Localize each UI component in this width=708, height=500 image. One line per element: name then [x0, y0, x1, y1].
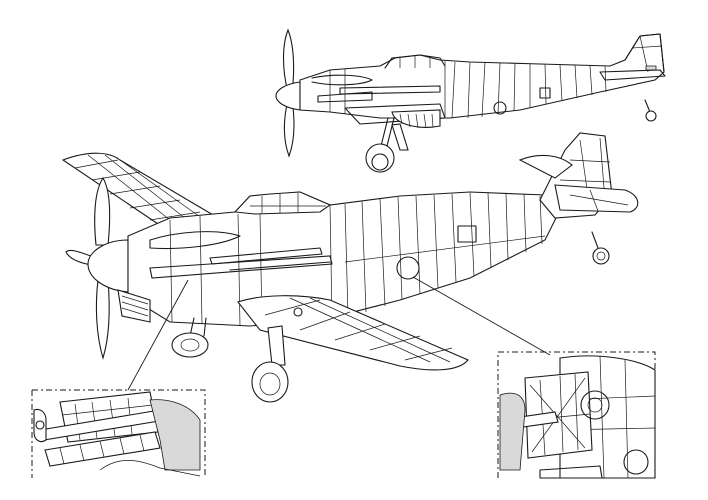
- profile-tailplane: [599, 69, 666, 81]
- main-roundel: [396, 256, 420, 280]
- main-canopy-frames: [250, 193, 326, 213]
- main-wing-gun-port: [293, 307, 303, 317]
- leader-line-tail-detail: [412, 276, 551, 356]
- main-near-wing-panels: [264, 297, 453, 363]
- main-spinner: [87, 239, 129, 293]
- detail-roundel: [623, 449, 649, 475]
- main-tail-wheel: [592, 247, 610, 265]
- three-quarter-view: [61, 132, 639, 403]
- main-wheel-right: [251, 361, 289, 403]
- profile-tail-wheel: [645, 110, 657, 122]
- profile-canopy: [384, 54, 446, 69]
- profile-hatch: [539, 87, 551, 99]
- main-far-stabilizer: [518, 154, 573, 179]
- profile-wing: [344, 103, 446, 125]
- main-gear-leg-right: [267, 325, 286, 366]
- detail-frame-left: [31, 389, 206, 478]
- profile-propeller-upper-blade: [282, 28, 295, 93]
- profile-frame-lines: [329, 61, 607, 119]
- main-propeller-lower-blade: [95, 279, 110, 360]
- main-far-wing-panels: [74, 154, 211, 229]
- main-gun-fairing: [149, 255, 333, 279]
- main-wheel-left: [171, 332, 209, 358]
- profile-radiator: [391, 109, 441, 128]
- main-far-wing: [61, 152, 227, 233]
- side-profile-view: [275, 28, 666, 173]
- leader-line-gun-detail: [127, 279, 189, 391]
- profile-spinner: [275, 81, 301, 111]
- main-propeller-upper-blade: [94, 176, 111, 246]
- detail-pulley: [580, 390, 610, 420]
- detail-gun-installation: [31, 389, 206, 478]
- detail-tail-interior: [497, 351, 656, 479]
- main-canopy: [233, 191, 332, 215]
- main-frame-lines: [169, 192, 546, 327]
- profile-main-wheel: [365, 143, 395, 173]
- detail-ammo-feed: [44, 431, 161, 467]
- main-hatch: [457, 225, 477, 243]
- main-near-wing: [237, 295, 469, 371]
- main-near-stabilizer: [554, 184, 639, 213]
- profile-propeller-lower-blade: [283, 99, 295, 158]
- profile-roundel: [493, 101, 507, 115]
